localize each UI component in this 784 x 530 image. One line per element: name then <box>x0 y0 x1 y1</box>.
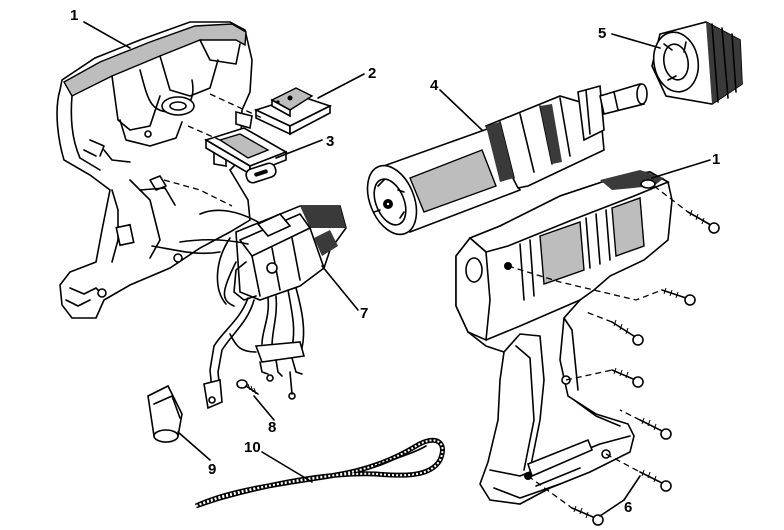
wire-harness <box>203 287 306 410</box>
callout-7: 7 <box>360 305 368 322</box>
screw-c <box>611 319 644 346</box>
callout-1-right: 1 <box>712 151 720 168</box>
callout-1-left: 1 <box>70 7 78 24</box>
left-housing-half <box>56 21 253 319</box>
screw-g <box>571 505 604 526</box>
part-4-motor <box>366 82 648 236</box>
part-6-screws <box>571 209 720 526</box>
callout-labels: 1 2 3 4 5 1 7 8 9 10 6 <box>70 7 720 516</box>
screw-e <box>639 417 672 440</box>
part-10-drive-belt <box>194 437 445 509</box>
callout-4: 4 <box>430 77 439 94</box>
callout-8: 8 <box>268 419 276 436</box>
callout-6: 6 <box>624 499 632 516</box>
leader-lines <box>83 21 711 517</box>
screw-a <box>687 209 720 234</box>
part-7-trigger-switch <box>151 205 347 307</box>
assembly-lines <box>163 93 689 509</box>
callout-10: 10 <box>244 439 261 456</box>
part-2-switch-plate <box>253 87 333 136</box>
screw-d <box>611 367 644 388</box>
part-9-end-cap <box>147 384 183 443</box>
callout-2: 2 <box>368 65 376 82</box>
callout-9: 9 <box>208 461 216 478</box>
callout-3: 3 <box>326 133 334 150</box>
callout-5: 5 <box>598 25 606 42</box>
right-housing-half <box>455 170 673 505</box>
part-3-slide-switch <box>204 127 288 184</box>
screw-b <box>661 287 696 306</box>
part-5-chuck <box>651 21 743 105</box>
part-8-screw <box>236 379 259 395</box>
screw-f <box>639 469 672 492</box>
